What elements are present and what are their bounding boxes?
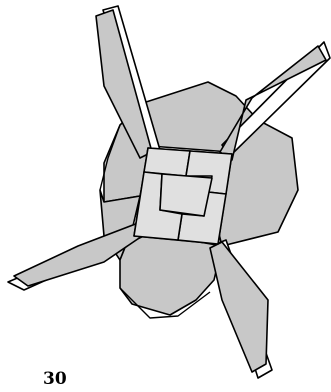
center-square-middle	[160, 174, 212, 216]
center-square	[134, 148, 232, 244]
center-square-top-left	[144, 148, 190, 176]
flap-upper-left	[96, 6, 160, 158]
flap-lower-right-face	[210, 242, 268, 372]
page-number: 30	[43, 371, 67, 388]
flap-lower-right	[210, 240, 272, 378]
